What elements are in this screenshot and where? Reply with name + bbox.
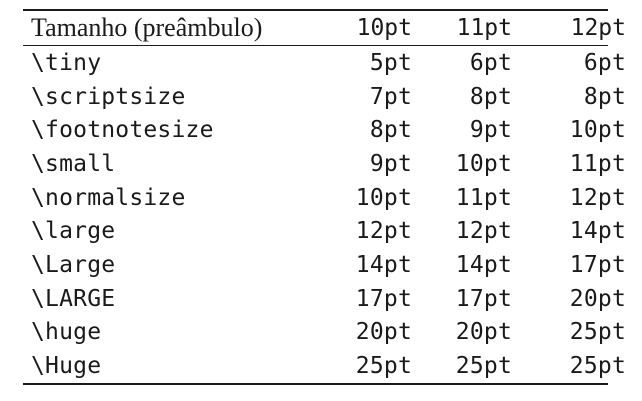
table-row: \tiny 5pt 6pt 6pt — [23, 46, 642, 80]
size-at-12pt: 25pt — [569, 353, 626, 380]
header-row: Tamanho (preâmbulo) 10pt 11pt 12pt — [23, 11, 642, 45]
size-at-12pt: 25pt — [569, 319, 626, 346]
size-command: \small — [31, 150, 116, 177]
header-size-preamble: Tamanho (preâmbulo) — [31, 13, 263, 42]
size-at-11pt: 12pt — [455, 218, 512, 245]
size-command: \normalsize — [31, 184, 186, 211]
table-row: \LARGE 17pt 17pt 20pt — [23, 282, 642, 316]
size-command: \scriptsize — [31, 83, 186, 110]
font-size-grid: Tamanho (preâmbulo) 10pt 11pt 12pt — [23, 11, 642, 45]
size-at-10pt: 10pt — [355, 184, 412, 211]
size-at-11pt: 20pt — [455, 319, 512, 346]
size-at-12pt: 10pt — [569, 117, 626, 144]
size-at-10pt: 12pt — [355, 218, 412, 245]
middle-rule — [23, 45, 608, 46]
size-command: \footnotesize — [31, 117, 214, 144]
size-at-10pt: 5pt — [369, 49, 412, 76]
size-at-10pt: 20pt — [355, 319, 412, 346]
table-row: \scriptsize 7pt 8pt 8pt — [23, 80, 642, 114]
size-at-12pt: 20pt — [569, 285, 626, 312]
size-at-10pt: 8pt — [369, 117, 412, 144]
size-at-11pt: 11pt — [455, 184, 512, 211]
size-at-12pt: 11pt — [569, 150, 626, 177]
size-at-11pt: 25pt — [455, 353, 512, 380]
header-10pt: 10pt — [356, 15, 412, 41]
size-at-11pt: 14pt — [455, 251, 512, 278]
size-at-11pt: 6pt — [469, 49, 512, 76]
table-row: \huge 20pt 20pt 25pt — [23, 316, 642, 350]
size-command: \LARGE — [31, 285, 116, 312]
size-at-11pt: 17pt — [455, 285, 512, 312]
size-at-10pt: 14pt — [355, 251, 412, 278]
table-row: \small 9pt 10pt 11pt — [23, 147, 642, 181]
size-at-12pt: 17pt — [569, 251, 626, 278]
size-at-11pt: 9pt — [469, 117, 512, 144]
size-command: \Huge — [31, 353, 102, 380]
size-at-10pt: 7pt — [369, 83, 412, 110]
top-rule — [23, 9, 608, 11]
size-at-10pt: 9pt — [369, 150, 412, 177]
size-at-11pt: 8pt — [469, 83, 512, 110]
table-row: \normalsize 10pt 11pt 12pt — [23, 181, 642, 215]
size-command: \Large — [31, 251, 116, 278]
table-row: \large 12pt 12pt 14pt — [23, 214, 642, 248]
size-command: \huge — [31, 319, 102, 346]
size-at-12pt: 14pt — [569, 218, 626, 245]
size-at-12pt: 6pt — [583, 49, 626, 76]
size-at-12pt: 8pt — [583, 83, 626, 110]
header-12pt: 12pt — [570, 15, 626, 41]
bottom-rule — [23, 382, 608, 385]
size-at-10pt: 17pt — [355, 285, 412, 312]
table-row: \footnotesize 8pt 9pt 10pt — [23, 113, 642, 147]
table-row: \Large 14pt 14pt 17pt — [23, 248, 642, 282]
size-at-11pt: 10pt — [455, 150, 512, 177]
header-11pt: 11pt — [456, 15, 512, 41]
size-at-10pt: 25pt — [355, 353, 412, 380]
size-at-12pt: 12pt — [569, 184, 626, 211]
size-command: \tiny — [31, 49, 102, 76]
font-size-table: Tamanho (preâmbulo) 10pt 11pt 12pt \tiny… — [23, 9, 626, 385]
table-row: \Huge 25pt 25pt 25pt — [23, 349, 642, 383]
size-command: \large — [31, 218, 116, 245]
